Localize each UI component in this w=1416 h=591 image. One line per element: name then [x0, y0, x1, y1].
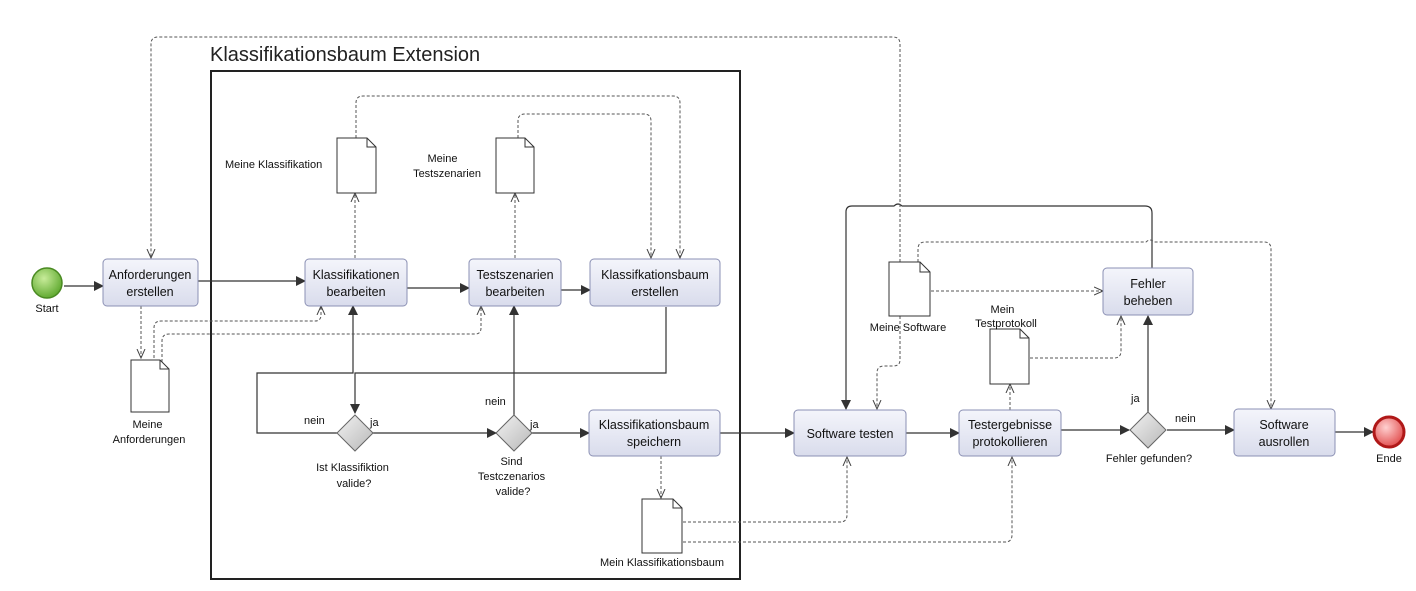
flow-label-ja-3: ja — [1130, 393, 1140, 405]
document-icon-mein-testprotokoll[interactable] — [989, 328, 1030, 385]
svg-text:speichern: speichern — [627, 435, 681, 449]
svg-text:Klassifkationsbaum: Klassifkationsbaum — [601, 268, 709, 282]
gateway-testczenarios-valide[interactable] — [495, 414, 533, 452]
document-label-meine-software: Meine Software — [870, 322, 946, 334]
svg-text:Testszenarien: Testszenarien — [476, 268, 553, 282]
pool-frame — [210, 70, 741, 580]
svg-text:Klassifikationsbaum: Klassifikationsbaum — [599, 418, 709, 432]
gateway-testczenarios-label: Sind Testczenarios valide? — [478, 456, 548, 498]
task-software-ausrollen[interactable]: Software ausrollen — [1233, 408, 1336, 457]
flow-label-ja-1: ja — [369, 417, 379, 429]
document-icon-meine-software[interactable] — [888, 261, 931, 317]
document-label-mein-testprotokoll: Mein Testprotokoll — [975, 304, 1037, 330]
document-icon-meine-anforderungen[interactable] — [130, 359, 170, 413]
task-klassifikationsbaum-erstellen[interactable]: Klassifkationsbaum erstellen — [589, 258, 721, 307]
end-event[interactable] — [1372, 415, 1406, 449]
task-klassifikationen-bearbeiten[interactable]: Klassifikationen bearbeiten — [304, 258, 408, 307]
svg-text:protokollieren: protokollieren — [972, 435, 1047, 449]
document-icon-meine-klassifikation[interactable] — [336, 137, 377, 194]
task-testergebnisse-protokollieren[interactable]: Testergebnisse protokollieren — [958, 409, 1062, 457]
gateway-klassifikation-label: Ist Klassifiktion valide? — [316, 462, 392, 490]
pool-title: Klassifikationsbaum Extension — [210, 44, 480, 66]
data-associations — [141, 36, 1271, 543]
task-software-testen[interactable]: Software testen — [793, 409, 907, 457]
svg-text:bearbeiten: bearbeiten — [326, 285, 385, 299]
task-fehler-beheben[interactable]: Fehler beheben — [1102, 267, 1194, 316]
svg-text:Anforderungen: Anforderungen — [109, 268, 192, 282]
gateway-fehler-gefunden[interactable] — [1129, 411, 1167, 449]
svg-text:erstellen: erstellen — [631, 285, 678, 299]
flow-label-nein-2: nein — [485, 396, 506, 408]
document-label-meine-klassifikation: Meine Klassifikation — [225, 159, 322, 171]
svg-text:bearbeiten: bearbeiten — [485, 285, 544, 299]
gateway-klassifikation-valide[interactable] — [336, 414, 374, 452]
gateway-fehler-gefunden-label: Fehler gefunden? — [1106, 453, 1192, 465]
svg-text:erstellen: erstellen — [126, 285, 173, 299]
flow-label-nein-1: nein — [304, 415, 325, 427]
document-label-meine-testszenarien: Meine Testszenarien — [413, 153, 481, 180]
task-testszenarien-bearbeiten[interactable]: Testszenarien bearbeiten — [468, 258, 562, 307]
svg-text:Fehler: Fehler — [1130, 277, 1165, 291]
task-klassifikationsbaum-speichern[interactable]: Klassifikationsbaum speichern — [588, 409, 721, 457]
svg-text:beheben: beheben — [1124, 294, 1173, 308]
document-icon-mein-klassifikationsbaum[interactable] — [641, 498, 683, 554]
svg-text:ausrollen: ausrollen — [1259, 435, 1310, 449]
flow-label-nein-3: nein — [1175, 413, 1196, 425]
sequence-flows — [64, 203, 1374, 438]
end-event-label: Ende — [1376, 453, 1402, 465]
task-anforderungen-erstellen[interactable]: Anforderungen erstellen — [102, 258, 199, 307]
flow-label-ja-2: ja — [529, 419, 539, 431]
svg-text:Software: Software — [1259, 418, 1308, 432]
document-label-meine-anforderungen: Meine Anforderungen — [113, 419, 186, 446]
svg-text:Testergebnisse: Testergebnisse — [968, 418, 1052, 432]
svg-text:Software testen: Software testen — [807, 427, 894, 441]
document-label-mein-klassifikationsbaum: Mein Klassifikationsbaum — [600, 557, 724, 569]
start-event[interactable] — [31, 267, 63, 299]
document-icon-meine-testszenarien[interactable] — [495, 137, 535, 194]
start-event-label: Start — [35, 303, 58, 315]
svg-text:Klassifikationen: Klassifikationen — [313, 268, 400, 282]
